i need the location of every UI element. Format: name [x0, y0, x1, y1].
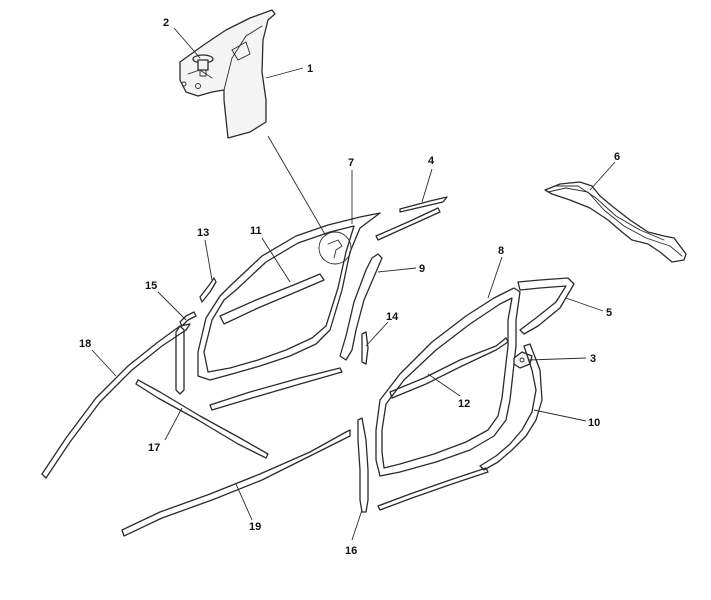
callout-2: 2 — [163, 17, 169, 29]
leader-10 — [533, 409, 587, 422]
callout-15: 15 — [145, 280, 157, 292]
leader-4 — [421, 168, 433, 203]
part-11-strip — [219, 273, 325, 325]
callout-8: 8 — [498, 245, 504, 257]
sill-strip-front — [209, 367, 343, 411]
part-13-clip — [199, 277, 217, 303]
leader-18 — [91, 349, 117, 377]
leader-19 — [235, 483, 253, 521]
part-10-pillar-seal — [479, 343, 543, 471]
part-18-rail-seal — [41, 323, 191, 479]
part-2-clip — [192, 54, 214, 77]
part-6-seal — [544, 181, 687, 263]
part-19-sill-seal — [121, 429, 351, 537]
leader-14 — [365, 321, 389, 347]
callout-1: 1 — [307, 63, 313, 75]
part-7-frame-seal — [197, 212, 381, 381]
detail-circle — [318, 231, 352, 265]
callout-6: 6 — [614, 151, 620, 163]
sill-strip-rear — [377, 467, 489, 511]
callouts: 1 2 3 4 5 6 7 8 9 10 11 12 13 14 15 16 1… — [79, 17, 620, 557]
callout-10: 10 — [588, 417, 600, 429]
leader-lines — [91, 27, 616, 541]
a-pillar-strip — [175, 325, 185, 395]
part-17-strip — [135, 379, 269, 459]
part-14-strip — [361, 331, 369, 365]
leader-15 — [157, 291, 187, 321]
leader-8 — [487, 256, 503, 299]
callout-7: 7 — [348, 157, 354, 169]
leader-9 — [377, 267, 417, 273]
leader-5 — [565, 297, 604, 312]
leader-12 — [427, 373, 461, 397]
leader-16 — [351, 509, 363, 541]
leader-1 — [265, 67, 304, 79]
leader-6 — [589, 161, 616, 191]
callout-16: 16 — [345, 545, 357, 557]
leader-2 — [173, 27, 201, 59]
callout-19: 19 — [249, 521, 261, 533]
part-9-pillar-seal — [339, 253, 383, 361]
callout-11: 11 — [250, 225, 262, 237]
part-4-strip — [375, 196, 448, 241]
callout-14: 14 — [386, 311, 399, 323]
part-5-window-trim — [517, 277, 575, 335]
callout-9: 9 — [419, 263, 425, 275]
callout-4: 4 — [428, 155, 435, 167]
callout-17: 17 — [148, 442, 160, 454]
callout-3: 3 — [590, 353, 596, 365]
part-1-panel — [179, 9, 276, 139]
leader-17 — [164, 407, 183, 441]
callout-5: 5 — [606, 307, 612, 319]
part-12-strip — [389, 337, 509, 399]
leader-11 — [261, 237, 291, 283]
leader-13 — [204, 239, 213, 281]
part-8-door-seal — [375, 287, 521, 477]
callout-18: 18 — [79, 338, 91, 350]
leader-1-to-7 — [267, 135, 327, 237]
part-16-seal — [357, 417, 369, 513]
leader-3 — [527, 357, 587, 361]
callout-12: 12 — [458, 398, 470, 410]
callout-13: 13 — [197, 227, 209, 239]
